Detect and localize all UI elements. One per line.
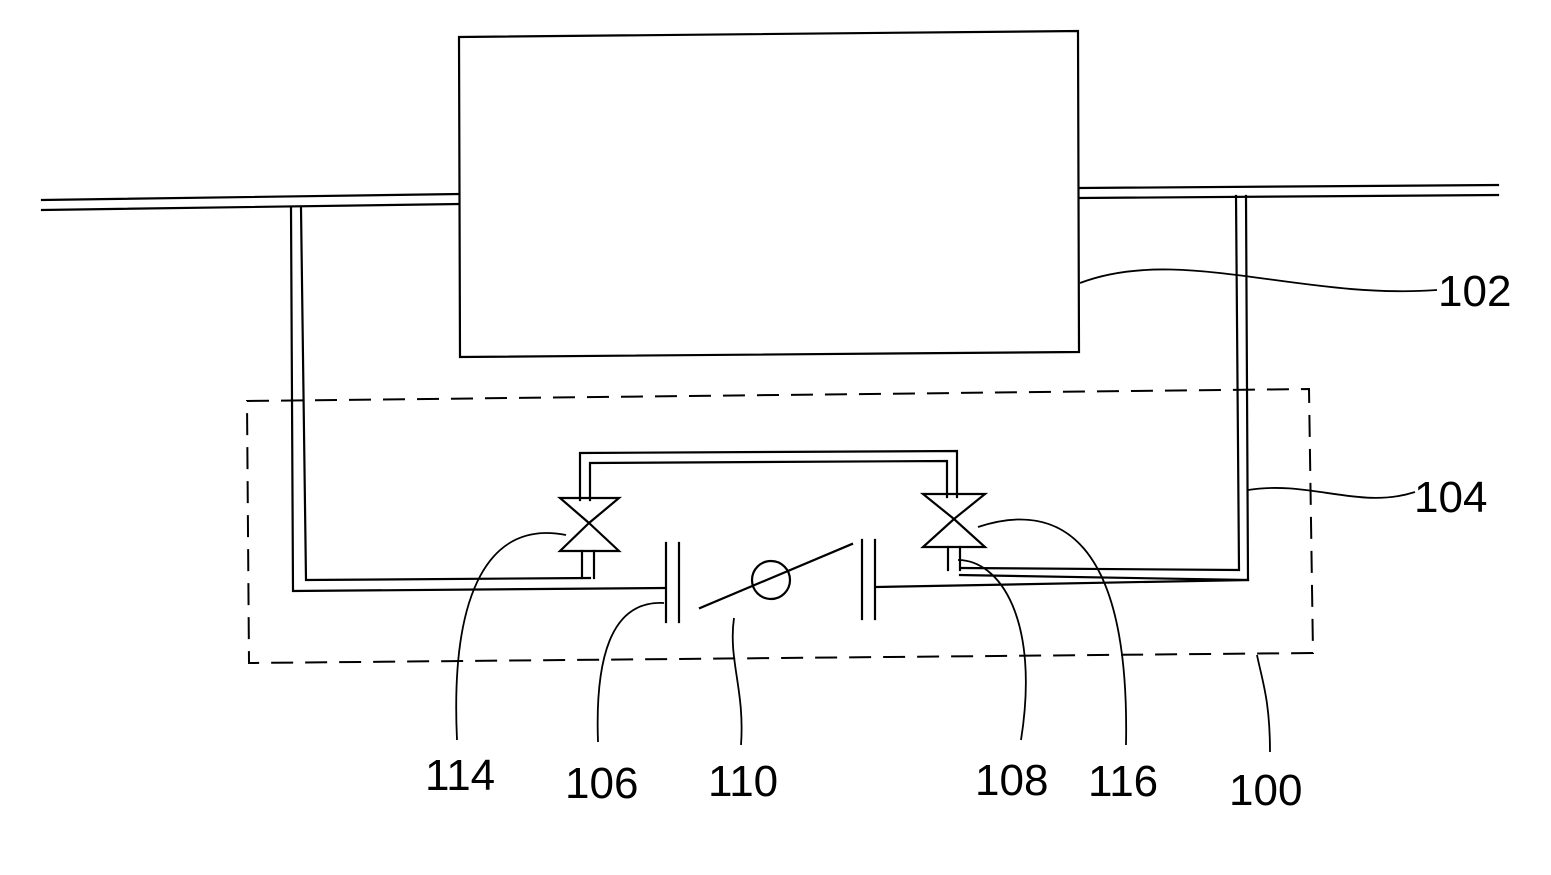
enclosure-100-dashed xyxy=(245,387,1315,665)
label-108: 108 xyxy=(975,756,1048,805)
equalizing-loop-pipe xyxy=(578,449,959,502)
main-pipe-left xyxy=(40,192,461,212)
valve-114-icon xyxy=(557,496,623,580)
label-100: 100 xyxy=(1229,766,1302,815)
label-106: 106 xyxy=(565,759,638,808)
label-110: 110 xyxy=(708,757,778,806)
unit-102-box xyxy=(457,29,1081,359)
leader-104 xyxy=(1247,487,1416,499)
label-102: 102 xyxy=(1438,267,1511,316)
main-pipe-right xyxy=(1077,183,1500,200)
bypass-pipe-104 xyxy=(875,194,1250,589)
leader-102 xyxy=(1079,268,1438,293)
leader-116 xyxy=(977,518,1127,746)
gate-element-110 xyxy=(698,542,854,610)
leader-110 xyxy=(731,617,743,746)
label-114: 114 xyxy=(425,751,495,800)
label-116: 116 xyxy=(1088,757,1158,806)
valve-116-icon xyxy=(919,492,989,572)
bypass-pipe-left xyxy=(289,206,666,593)
leader-114 xyxy=(455,532,567,741)
leader-100 xyxy=(1256,654,1271,753)
leader-106 xyxy=(596,602,665,743)
flange-106 xyxy=(664,541,681,624)
leader-lines xyxy=(455,268,1438,753)
label-104: 104 xyxy=(1414,473,1487,522)
leader-108 xyxy=(957,559,1027,741)
flange-108 xyxy=(860,538,877,621)
